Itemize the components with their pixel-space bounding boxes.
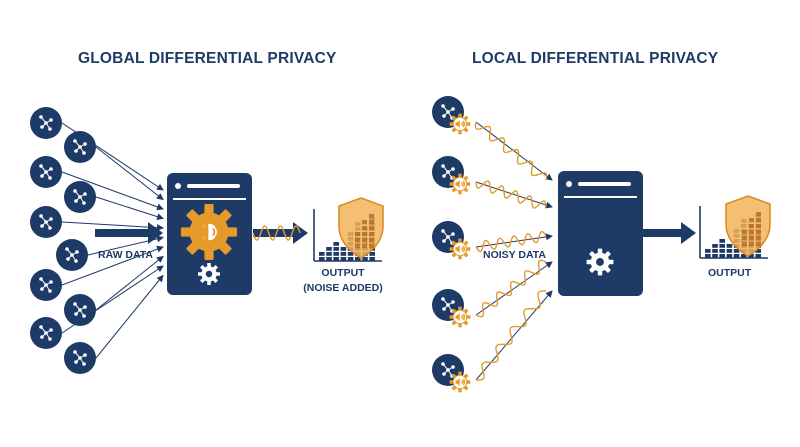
- global-connection-line: [61, 221, 164, 232]
- local-noise-wave: [474, 121, 548, 181]
- noisy-data-label: NOISY DATA: [483, 249, 547, 261]
- global-dp-title: GLOBAL DIFFERENTIAL PRIVACY: [78, 50, 337, 67]
- global-user-node-icon: [64, 294, 96, 326]
- user-nodes: [30, 96, 471, 393]
- global-output-label: OUTPUT (NOISE ADDED): [298, 266, 388, 296]
- global-user-node-icon: [64, 342, 96, 374]
- global-user-node-icon: [30, 317, 62, 349]
- local-server-icon: [558, 171, 643, 296]
- local-noise-wave: [475, 290, 547, 381]
- local-user-node-icon: [432, 221, 471, 260]
- local-noise-wave: [475, 180, 547, 209]
- speaker-badge-icon: [455, 120, 466, 128]
- global-user-node-icon: [64, 131, 96, 163]
- global-user-node-icon: [56, 239, 88, 271]
- global-output-arrow: [253, 222, 308, 244]
- local-connection-line: [475, 261, 553, 316]
- global-user-node-icon: [30, 269, 62, 301]
- global-connection-line: [61, 245, 164, 286]
- global-connection-line: [61, 171, 164, 211]
- local-output-arrow: [643, 222, 696, 244]
- noise-waves: [252, 121, 548, 381]
- global-noise-gear-icon: [180, 203, 238, 261]
- speaker-badge-icon: [455, 245, 466, 253]
- local-user-node-icon: [432, 96, 471, 135]
- speaker-badge-icon: [455, 378, 466, 386]
- global-user-node-icon: [30, 107, 62, 139]
- global-small-gear-icon: [198, 263, 220, 285]
- global-connection-line: [95, 196, 164, 220]
- local-user-node-icon: [432, 289, 471, 328]
- local-shield-icon: [725, 195, 771, 257]
- local-dp-title: LOCAL DIFFERENTIAL PRIVACY: [472, 50, 719, 67]
- local-connection-line: [475, 181, 553, 209]
- raw-data-label: RAW DATA: [98, 249, 154, 261]
- local-user-node-icon: [432, 156, 471, 195]
- global-connection-line: [95, 146, 164, 201]
- global-user-node-icon: [64, 181, 96, 213]
- local-gear-icon: [586, 248, 614, 276]
- global-output-label-line1: OUTPUT: [321, 267, 365, 279]
- global-shield-icon: [338, 197, 384, 259]
- local-noise-wave: [475, 259, 547, 318]
- global-user-node-icon: [30, 206, 62, 238]
- speaker-badge-icon: [455, 313, 466, 321]
- global-noise-wave: [252, 225, 301, 241]
- speaker-badge-icon: [455, 180, 466, 188]
- global-speaker-icon: [197, 221, 223, 243]
- raw-data-arrow: [95, 222, 163, 244]
- local-output-label: OUTPUT: [708, 267, 752, 279]
- servers: [167, 171, 643, 296]
- outputs: [313, 195, 771, 262]
- global-connection-line: [95, 274, 164, 359]
- local-noise-wave: [475, 230, 547, 253]
- global-connection-line: [95, 255, 164, 311]
- local-user-node-icon: [432, 354, 471, 393]
- global-output-label-line2: (NOISE ADDED): [303, 282, 383, 294]
- global-user-node-icon: [30, 156, 62, 188]
- local-connection-line: [475, 121, 553, 181]
